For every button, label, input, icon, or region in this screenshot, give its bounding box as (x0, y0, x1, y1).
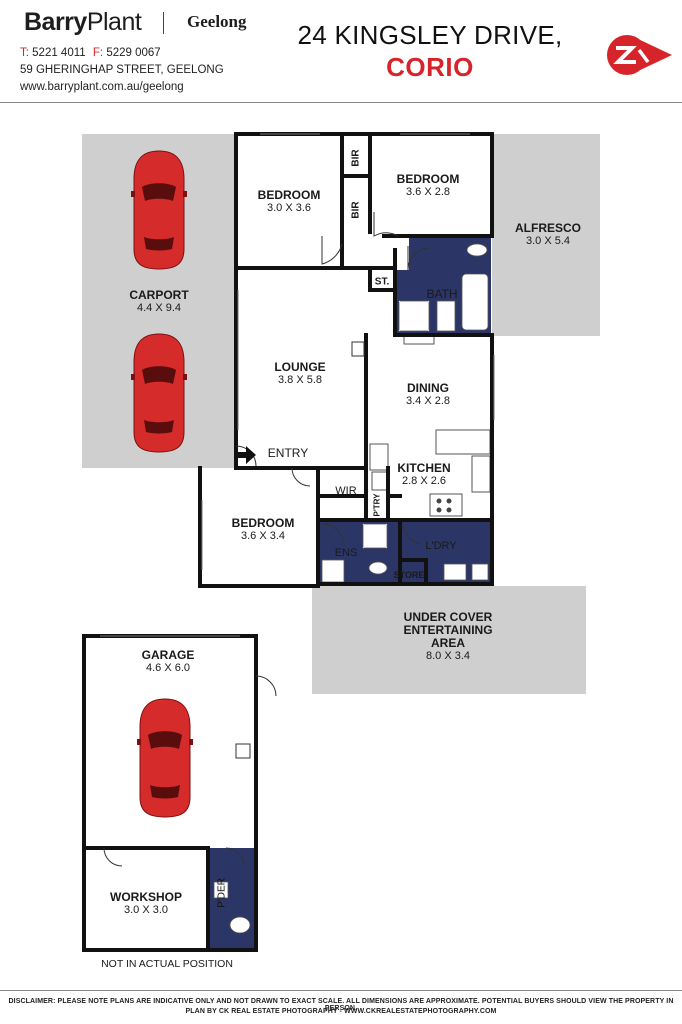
phone-number: 5221 4011 (32, 47, 86, 59)
entry-arrow-icon (234, 446, 256, 464)
contact-phone-line: T: 5221 4011 F: 5229 0067 (20, 47, 161, 59)
logo-divider (163, 12, 164, 34)
alfresco-area (492, 134, 600, 336)
label-pantry: P'TRY (372, 493, 382, 517)
office-name: Geelong (187, 12, 247, 31)
disclaimer-text: DISCLAIMER: PLEASE NOTE PLANS ARE INDICA… (8, 998, 674, 1012)
footer-divider (0, 990, 682, 991)
label-st: ST. (374, 276, 390, 288)
note-not-actual-position: NOT IN ACTUAL POSITION (101, 958, 233, 970)
office-address: 59 GHERINGHAP STREET, GEELONG (20, 64, 224, 76)
car-icon (130, 150, 188, 270)
label-entry: ENTRY (267, 446, 309, 460)
label-ens: ENS (334, 547, 358, 559)
label-bath: BATH (426, 287, 458, 301)
brand-emblem-icon (607, 35, 672, 75)
property-suburb: CORIO (386, 52, 474, 82)
label-laundry: L'DRY (425, 540, 457, 552)
car-icon (136, 698, 194, 818)
brand-logo: BarryPlant (24, 8, 142, 37)
header-divider (0, 102, 682, 103)
logo-bold-text: Barry (24, 8, 87, 36)
label-wir: WIR (335, 485, 357, 497)
label-bir-top: BIR (350, 149, 362, 167)
phone-label: T: (20, 47, 29, 59)
label-store: STORE (393, 570, 425, 580)
undercover-area (312, 586, 586, 694)
car-icon (130, 333, 188, 453)
label-powder: P'DER (216, 878, 228, 908)
logo-regular-text: Plant (86, 8, 142, 36)
fax-number: 5229 0067 (106, 47, 161, 59)
office-website[interactable]: www.barryplant.com.au/geelong (20, 81, 184, 93)
property-street: 24 KINGSLEY DRIVE, (297, 20, 563, 50)
fax-label: F: (92, 47, 104, 59)
credit-text: PLAN BY CK REAL ESTATE PHOTOGRAPHY - WWW… (185, 1008, 497, 1015)
label-bir-bottom: BIR (350, 201, 362, 219)
powder-wet-area (208, 848, 256, 950)
